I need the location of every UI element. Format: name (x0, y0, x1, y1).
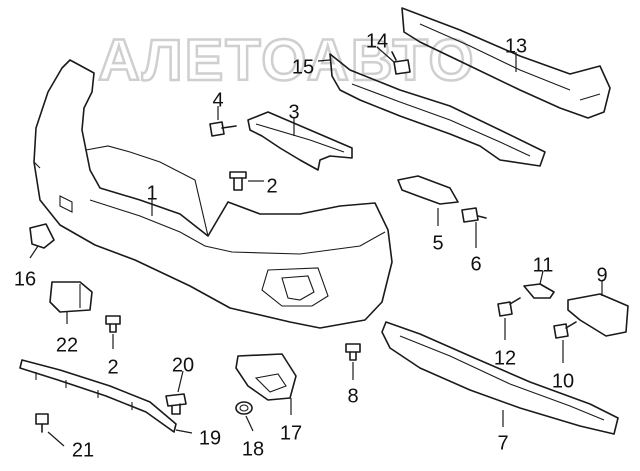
bolt-6 (461, 207, 487, 223)
clip-20 (165, 393, 187, 415)
bracket-9 (567, 293, 629, 337)
callout-17: 17 (280, 422, 302, 444)
bolt-12 (497, 297, 521, 317)
bolt-14 (391, 51, 411, 75)
push-pin-21 (35, 413, 49, 433)
callout-9: 9 (596, 264, 607, 286)
clip-11 (523, 283, 555, 299)
leader-lines (29, 46, 603, 447)
watermark: AЛEТОАВТО (98, 28, 476, 93)
sensor-bracket (29, 223, 55, 249)
callout-10: 10 (552, 370, 574, 392)
callout-1: 1 (146, 182, 157, 204)
bumper-bracket (247, 111, 353, 171)
energy-absorber (329, 53, 546, 167)
callout-20: 20 (172, 354, 194, 376)
lower-trim-strip (19, 359, 177, 433)
callout-14: 14 (366, 30, 388, 52)
callout-2b: 2 (107, 356, 118, 378)
grommet (235, 401, 253, 415)
callout-13: 13 (505, 35, 527, 57)
callout-7: 7 (497, 432, 508, 454)
clip-8 (345, 343, 361, 361)
callout-18: 18 (242, 438, 264, 460)
reinforcement-beam (401, 7, 611, 119)
fog-lamp-bezel (235, 353, 297, 401)
callout-19: 19 (199, 427, 221, 449)
callout-2a: 2 (266, 175, 277, 197)
callout-8: 8 (347, 385, 358, 407)
bracket-5 (397, 175, 459, 205)
lower-absorber (381, 321, 619, 435)
clip-2b (105, 315, 121, 333)
callout-15: 15 (292, 56, 314, 78)
callout-21: 21 (72, 439, 94, 461)
callout-5: 5 (432, 232, 443, 254)
bolt-4 (209, 121, 237, 137)
callout-12: 12 (494, 347, 516, 369)
bolt-10 (553, 321, 577, 339)
clip-2a (229, 171, 247, 191)
callout-22: 22 (56, 334, 78, 356)
callout-6: 6 (470, 253, 481, 275)
parking-sensor (49, 281, 93, 313)
callout-16: 16 (14, 268, 36, 290)
callout-4: 4 (212, 89, 223, 111)
callout-3: 3 (288, 101, 299, 123)
callout-11: 11 (533, 254, 554, 276)
bumper-cover (33, 59, 393, 329)
